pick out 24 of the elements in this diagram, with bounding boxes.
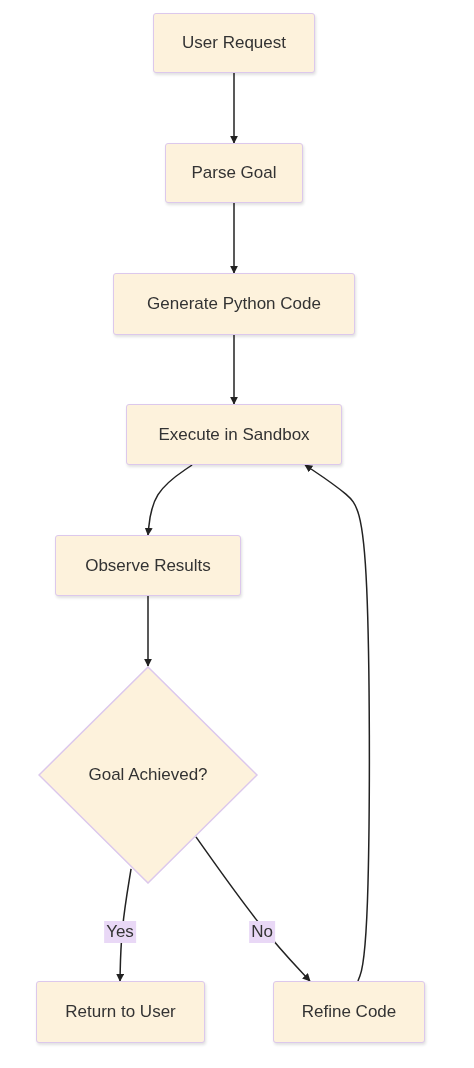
arrow [230,72,238,144]
process-box [273,981,425,1043]
arrow [230,334,238,405]
decision-diamond [38,666,258,884]
node-label: User Request [182,33,286,53]
process-box [55,535,241,596]
node-label: Observe Results [85,555,211,576]
edge-label: No [249,921,275,943]
process-box [113,273,355,335]
node-label: Return to User [65,1002,176,1022]
arrow [144,464,193,536]
process-box [165,143,303,203]
node-label: Parse Goal [191,163,277,183]
node-label: Refine Code [301,1002,397,1022]
arrow [144,595,152,667]
node-label: Execute in Sandbox [158,424,310,445]
node-label: Generate Python Code [147,294,321,314]
arrow [230,202,238,274]
edge-label: Yes [104,921,136,943]
arrow [304,464,371,982]
process-box [153,13,315,73]
process-box [36,981,205,1043]
node-label: Goal Achieved? [88,765,208,785]
process-box [126,404,342,465]
